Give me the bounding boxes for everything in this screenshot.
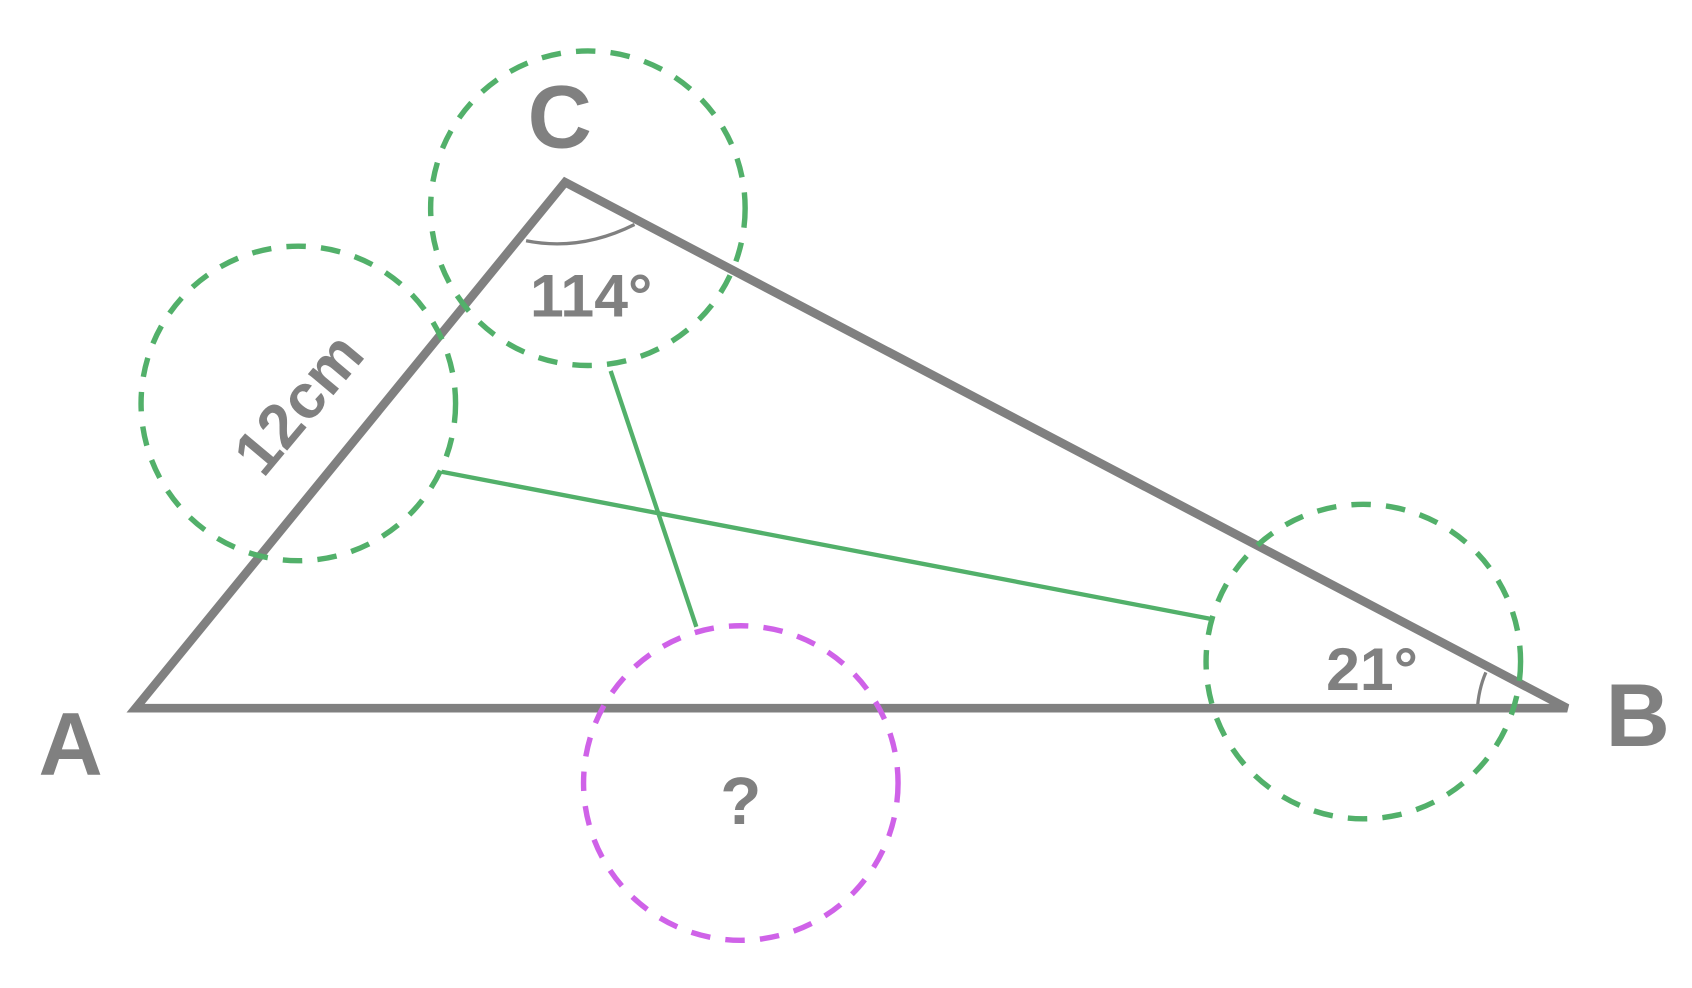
circle-unknown bbox=[580, 623, 901, 943]
connector-side-to-angle-b bbox=[441, 469, 1213, 622]
connector-angle-c-to-unknown bbox=[608, 370, 699, 628]
side-ac-label: 12cm bbox=[220, 320, 377, 488]
triangle-abc bbox=[126, 176, 1570, 713]
vertex-b-label: B bbox=[1606, 665, 1670, 765]
vertex-c-label: C bbox=[528, 66, 592, 166]
vertex-a-label: A bbox=[38, 693, 102, 793]
angle-b-label: 21° bbox=[1326, 635, 1418, 703]
circle-angle-c bbox=[427, 48, 748, 369]
unknown-label: ? bbox=[720, 764, 761, 839]
angle-c-arc bbox=[525, 223, 636, 246]
circle-angle-b bbox=[1203, 501, 1524, 822]
angle-c-label: 114° bbox=[530, 262, 652, 330]
angle-b-arc bbox=[1475, 671, 1488, 712]
circle-side-ac bbox=[138, 243, 459, 564]
